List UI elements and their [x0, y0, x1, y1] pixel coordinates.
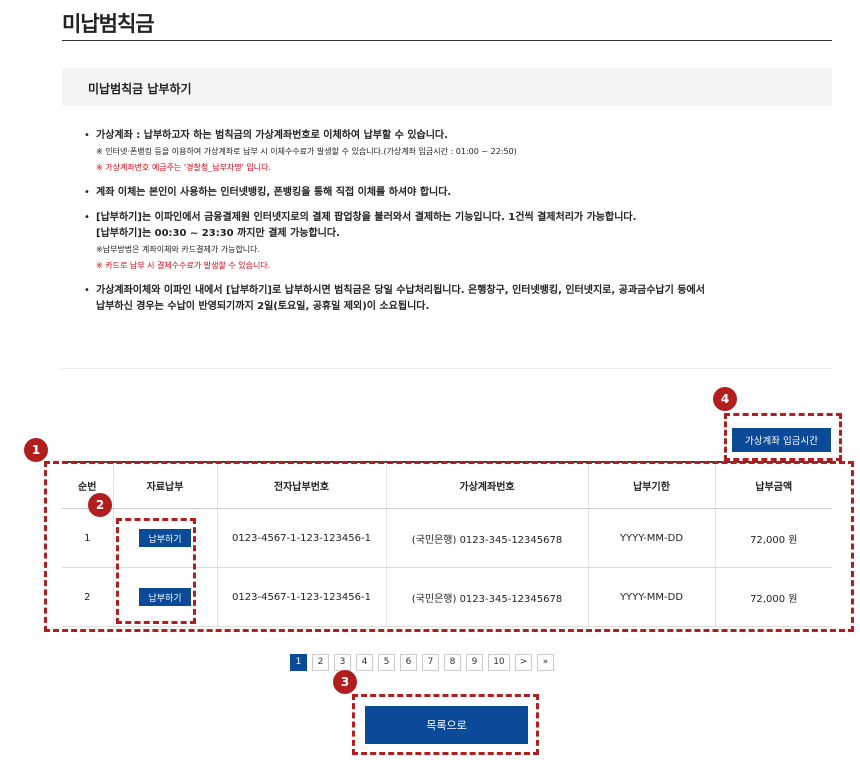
notice-text: [납부하기]는 이파인에서 금융결제원 인터넷지로의 결제 팝업창을 불러와서 …: [96, 212, 637, 223]
row-no: 2: [62, 567, 113, 627]
notice-warning: ※ 가상계좌번호 예금주는 '경찰청_납부자명' 입니다.: [96, 163, 272, 172]
annotation-box-list-button: [352, 694, 539, 755]
page-10[interactable]: 10: [488, 653, 510, 671]
pay-button[interactable]: 납부하기: [139, 529, 191, 547]
table-row: 1 납부하기 0123-4567-1-123-123456-1 (국민은행) 0…: [62, 508, 832, 568]
annotation-badge-2: 2: [88, 493, 112, 517]
amount: 72,000 원: [714, 567, 832, 627]
annotation-box-hours-button: [724, 413, 842, 461]
notice-text: 가상계좌 : 납부하고자 하는 범칙금의 가상계좌번호로 이체하여 납부할 수 …: [96, 130, 448, 141]
header-pay: 자료납부: [112, 461, 217, 509]
page-1[interactable]: 1: [290, 653, 307, 671]
title-divider: [62, 40, 832, 41]
notice-warning: ※ 카드로 납부 시 결제수수료가 발생할 수 있습니다.: [96, 261, 271, 270]
notice-subtext: ※납부방법은 계좌이체와 카드결제가 가능합니다.: [96, 245, 261, 254]
header-amount: 납부금액: [714, 461, 832, 509]
notice-subtext: ※ 인터넷·폰뱅킹 등을 이용하여 가상계좌로 납부 시 이체수수료가 발생할 …: [96, 147, 517, 156]
page-3[interactable]: 3: [334, 653, 351, 671]
notice-text: 계좌 이체는 본인이 사용하는 인터넷뱅킹, 폰뱅킹을 통해 직접 이체를 하셔…: [96, 187, 452, 198]
header-due: 납부기한: [587, 461, 715, 509]
back-to-list-button[interactable]: 목록으로: [365, 706, 528, 744]
notice-text: 가상계좌이체와 이파인 내에서 [납부하기]로 납부하시면 범칙금은 당일 수납…: [96, 285, 705, 296]
fine-table: 순번 자료납부 전자납부번호 가상계좌번호 납부기한 납부금액 1 납부하기 0…: [62, 461, 832, 627]
table-header-row: 순번 자료납부 전자납부번호 가상계좌번호 납부기한 납부금액: [62, 461, 832, 509]
table-row: 2 납부하기 0123-4567-1-123-123456-1 (국민은행) 0…: [62, 567, 832, 627]
page-8[interactable]: 8: [444, 653, 461, 671]
notice-list: 가상계좌 : 납부하고자 하는 범칙금의 가상계좌번호로 이체하여 납부할 수 …: [84, 128, 834, 324]
notice-text: [납부하기]는 00:30 ~ 23:30 까지만 결제 가능합니다.: [96, 228, 340, 239]
page-2[interactable]: 2: [312, 653, 329, 671]
notice-text: 납부하신 경우는 수납이 반영되기까지 2일(토요일, 공휴일 제외)이 소요됩…: [96, 301, 430, 312]
pay-button[interactable]: 납부하기: [139, 588, 191, 606]
row-no: 1: [62, 508, 113, 568]
virtual-account-hours-button[interactable]: 가상계좌 입금시간: [732, 428, 831, 452]
notice-processing: 가상계좌이체와 이파인 내에서 [납부하기]로 납부하시면 범칙금은 당일 수납…: [84, 283, 834, 315]
section-divider: [62, 368, 832, 369]
annotation-badge-4: 4: [713, 387, 737, 411]
page-6[interactable]: 6: [400, 653, 417, 671]
notice-transfer: 계좌 이체는 본인이 사용하는 인터넷뱅킹, 폰뱅킹을 통해 직접 이체를 하셔…: [84, 185, 834, 201]
annotation-badge-1: 1: [24, 438, 48, 462]
page-9[interactable]: 9: [466, 653, 483, 671]
page-4[interactable]: 4: [356, 653, 373, 671]
amount: 72,000 원: [714, 508, 832, 568]
virtual-account: (국민은행) 0123-345-12345678: [385, 567, 588, 627]
due-date: YYYY-MM-DD: [587, 508, 715, 568]
next-page-icon[interactable]: >: [515, 653, 532, 671]
notice-virtual-account: 가상계좌 : 납부하고자 하는 범칙금의 가상계좌번호로 이체하여 납부할 수 …: [84, 128, 834, 176]
section-header: [62, 68, 832, 106]
due-date: YYYY-MM-DD: [587, 567, 715, 627]
annotation-box-pay-buttons: [116, 518, 196, 624]
virtual-account: (국민은행) 0123-345-12345678: [385, 508, 588, 568]
e-number: 0123-4567-1-123-123456-1: [216, 508, 386, 568]
page-title: 미납범칙금: [62, 12, 155, 36]
page-5[interactable]: 5: [378, 653, 395, 671]
annotation-box-table: [44, 461, 854, 632]
notice-pay-function: [납부하기]는 이파인에서 금융결제원 인터넷지로의 결제 팝업창을 불러와서 …: [84, 210, 834, 274]
last-page-icon[interactable]: »: [537, 653, 554, 671]
e-number: 0123-4567-1-123-123456-1: [216, 567, 386, 627]
pay-cell: 납부하기: [112, 567, 217, 627]
section-title: 미납범칙금 납부하기: [88, 82, 192, 96]
pagination: 1 2 3 4 5 6 7 8 9 10 > »: [290, 652, 554, 672]
page-7[interactable]: 7: [422, 653, 439, 671]
annotation-badge-3: 3: [333, 670, 357, 694]
header-account: 가상계좌번호: [385, 461, 588, 509]
